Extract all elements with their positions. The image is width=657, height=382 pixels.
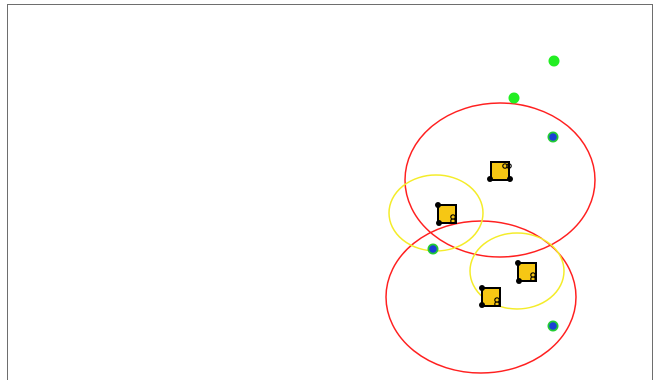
blue-target[interactable] [547, 320, 559, 332]
green-target[interactable] [548, 55, 560, 67]
green-target[interactable] [508, 92, 520, 104]
small-range-ring [469, 232, 565, 310]
unit-tank[interactable] [487, 161, 513, 182]
large-range-ring [385, 220, 577, 374]
small-range-ring [388, 174, 484, 252]
large-range-ring [404, 102, 596, 258]
unit-tank[interactable] [515, 260, 537, 284]
blue-target[interactable] [427, 243, 439, 255]
unit-tank[interactable] [479, 285, 501, 308]
unit-tank[interactable] [435, 202, 457, 226]
blue-target[interactable] [547, 131, 559, 143]
playfield-frame [7, 4, 653, 380]
